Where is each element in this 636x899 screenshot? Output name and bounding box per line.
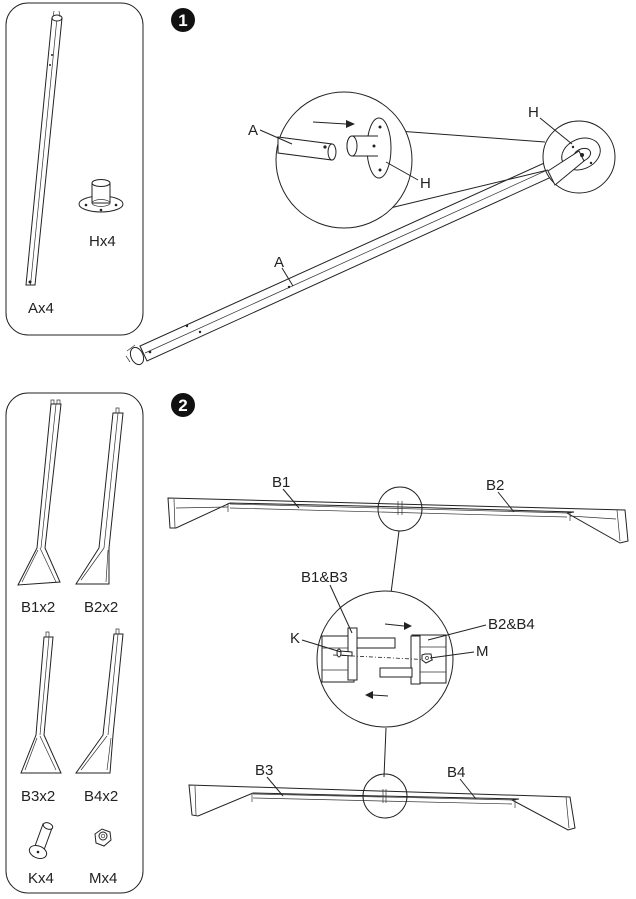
beam-b1-b2 (167, 486, 629, 544)
parts-box-2: B1x2 B2x2 B3x2 B4x2 (5, 392, 144, 894)
frame-b2-part (75, 407, 124, 585)
frame-b1-part (17, 399, 62, 586)
label-b2-b4: B2&B4 (488, 616, 535, 633)
parts-box-2-frame (5, 392, 144, 894)
label-m: M (476, 643, 489, 660)
frame-b2-quantity: B2x2 (84, 599, 118, 616)
frame-b4-quantity: B4x2 (84, 788, 118, 805)
frame-b3-part (20, 631, 62, 774)
label-k: K (290, 630, 300, 647)
joint-highlight-bottom (362, 773, 408, 819)
step-1-badge (171, 8, 195, 32)
detail-connector-bottom (385, 169, 549, 210)
label-b3: B3 (255, 762, 273, 779)
label-h-main: H (528, 104, 539, 121)
bolt-k-quantity: Kx4 (28, 870, 54, 887)
label-a-main: A (274, 254, 284, 271)
label-b2: B2 (486, 477, 504, 494)
frame-b1-quantity: B1x2 (21, 599, 55, 616)
rod-a-quantity: Ax4 (28, 300, 54, 317)
detail-connector-top (397, 130, 546, 143)
joint-connector-bottom (383, 727, 387, 778)
hub-detail-small (542, 120, 616, 194)
step-1: 1 H A (125, 8, 616, 366)
label-b1: B1 (272, 474, 290, 491)
rod-a-part (25, 10, 63, 286)
label-b1-b3: B1&B3 (301, 569, 348, 586)
joint-connector-top (390, 530, 400, 594)
label-b4: B4 (447, 764, 465, 781)
parts-box-1-frame (5, 2, 144, 336)
step-1-number: 1 (178, 11, 187, 30)
frame-b4-part (75, 628, 124, 774)
joint-highlight-top (377, 486, 423, 532)
hub-h-part (78, 179, 124, 213)
joint-detail (316, 590, 454, 728)
hub-detail-large (275, 91, 413, 229)
nut-m-part (94, 828, 112, 847)
label-h-detail: H (420, 175, 431, 192)
beam-b3-b4 (188, 773, 576, 831)
step-2-number: 2 (178, 396, 187, 415)
hub-h-quantity: Hx4 (89, 233, 116, 250)
parts-box-1: Hx4 Ax4 (5, 2, 144, 336)
label-a-detail: A (248, 122, 258, 139)
nut-m-quantity: Mx4 (89, 870, 117, 887)
step-2-badge (171, 393, 195, 417)
step-2: 2 B1 B2 (167, 393, 629, 831)
frame-b3-quantity: B3x2 (21, 788, 55, 805)
bolt-k-part (28, 822, 54, 860)
